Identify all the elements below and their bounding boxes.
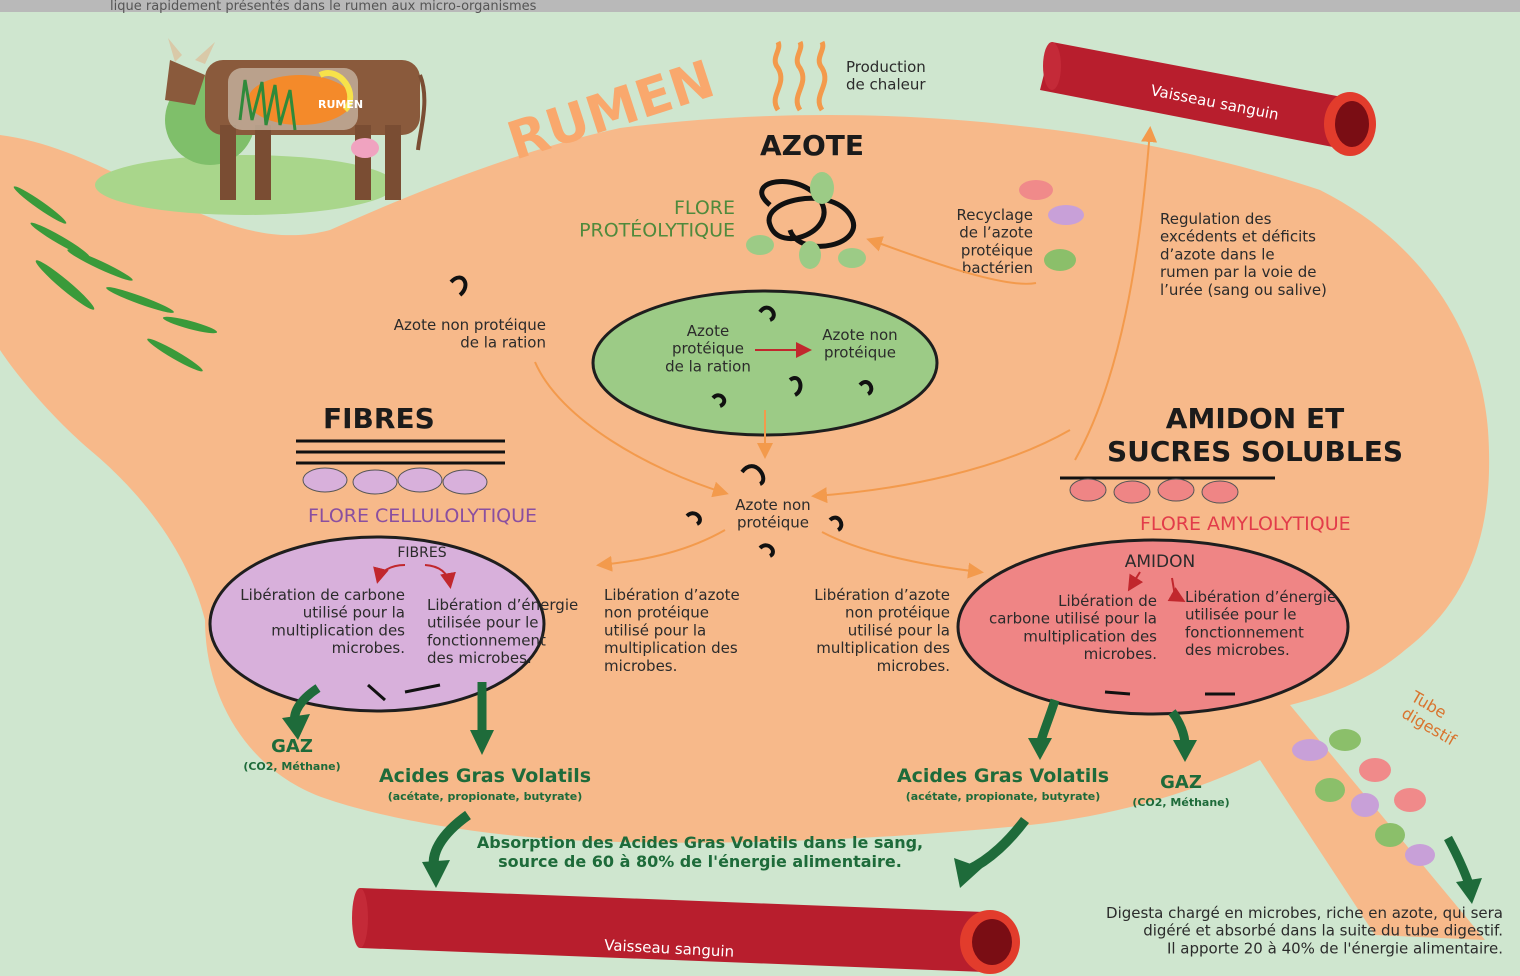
- fibre-fragments-icon: [367, 683, 441, 702]
- starch-fragments-icon: [1104, 690, 1235, 696]
- amidon-agv-label: Acides Gras Volatils: [897, 765, 1109, 787]
- rumen-body: [0, 115, 1490, 940]
- heat-waves-icon: [772, 40, 828, 112]
- azote-title: AZOTE: [760, 129, 864, 162]
- digesta-microbes-icon: [1292, 729, 1435, 866]
- amidon-agv-sub: (acétate, propionate, butyrate): [906, 790, 1101, 803]
- cow-rumen-label: RUMEN: [318, 98, 363, 111]
- cellulolytic-flora-label: FLORE CELLULOLYTIQUE: [308, 505, 537, 527]
- amylolysis-oval: [956, 538, 1350, 716]
- blood-vessel-top: Vaisseau sanguin: [1040, 42, 1376, 156]
- cow-illustration: RUMEN: [95, 38, 427, 215]
- npn-squiggles-icon: [685, 464, 844, 558]
- absorption-text: Absorption des Acides Gras Volatils dans…: [477, 833, 923, 871]
- starch-chain-icon: [1060, 476, 1275, 504]
- fibres-agv-sub: (acétate, propionate, butyrate): [388, 790, 583, 803]
- forage-leaves-icon: [13, 186, 218, 372]
- amidon-oval-title: AMIDON: [1125, 552, 1196, 572]
- npn-squiggle-icon: [449, 275, 468, 297]
- fibres-oval-title: FIBRES: [397, 545, 446, 561]
- fibres-gas-label: GAZ: [271, 736, 313, 757]
- amidon-gas-sub: (CO2, Méthane): [1132, 796, 1229, 809]
- fibres-title: FIBRES: [323, 402, 435, 435]
- top-strip: [0, 0, 1520, 12]
- digesta-text: Digesta chargé en microbes, riche en azo…: [1106, 904, 1503, 957]
- amidon-gas-label: GAZ: [1160, 772, 1202, 793]
- fibres-gas-sub: (CO2, Méthane): [243, 760, 340, 773]
- protein-squiggles-icon: [711, 305, 874, 408]
- header-fragment: lique rapidement présentés dans le rumen…: [110, 0, 537, 14]
- tube-label: Tubedigestif: [1398, 687, 1469, 750]
- amylolytic-flora-label: FLORE AMYLOLYTIQUE: [1140, 513, 1351, 535]
- cellulolysis-oval: [208, 535, 546, 713]
- blood-vessel-bottom: Vaisseau sanguin: [352, 888, 1020, 974]
- fibre-chain-icon: [296, 439, 505, 495]
- protein-tangle-icon: [746, 172, 866, 269]
- bacteria-recycling-icon: [1019, 180, 1084, 271]
- fibres-agv-label: Acides Gras Volatils: [379, 765, 591, 787]
